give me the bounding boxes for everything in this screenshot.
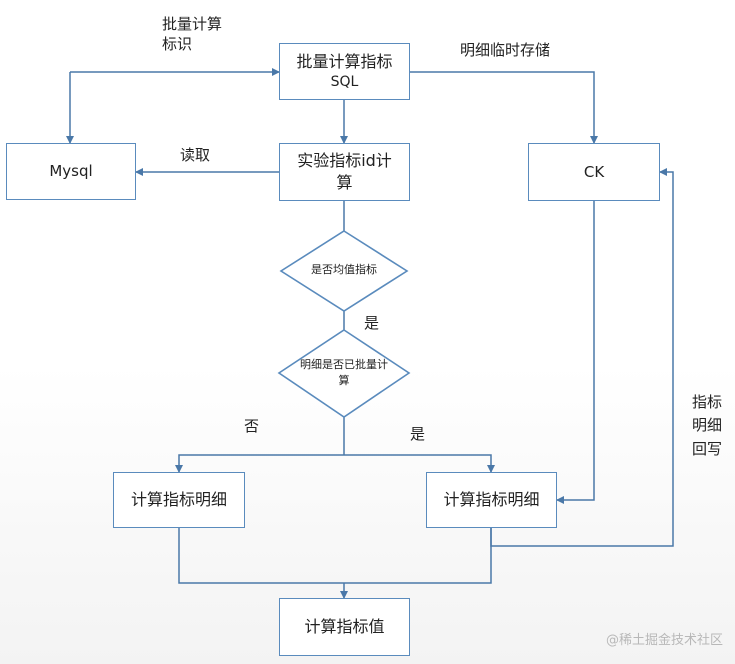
label-yes-1: 是 (364, 314, 380, 332)
decision-is-avg (279, 230, 409, 312)
node-batch-sql-line2: SQL (330, 73, 359, 90)
node-calc-value: 计算指标值 (279, 598, 410, 656)
node-calc-value-label: 计算指标值 (304, 617, 385, 637)
decision-detail-calced-line1: 明细是否已批量计 (300, 358, 388, 371)
node-mysql-label: Mysql (49, 162, 93, 181)
decision-is-avg-label: 是否均值指标 (311, 263, 377, 276)
decision-detail-calced (277, 329, 411, 418)
label-batch-mark-line1: 批量计算 (162, 15, 223, 33)
label-no: 否 (244, 417, 260, 435)
label-detail-writeback: 指标 明细 回写 (692, 391, 722, 461)
edge-yes-branch (344, 454, 495, 473)
node-calc-by-id: 实验指标id计 算 (279, 143, 410, 201)
node-calc-detail-left: 计算指标明细 (113, 472, 245, 528)
edge-merge-left (178, 528, 492, 584)
node-calc-detail-right-label: 计算指标明细 (443, 490, 540, 510)
node-calc-detail-right: 计算指标明细 (426, 472, 557, 528)
node-ck: CK (528, 143, 660, 201)
node-calc-by-id-line1: 实验指标id计 (297, 151, 392, 171)
label-detail-writeback-line1: 指标 (692, 393, 723, 411)
label-detail-writeback-line2: 明细 (692, 416, 723, 435)
edge-ck-to-calc-detail-right (556, 201, 595, 504)
node-batch-sql-line1: 批量计算指标 (296, 52, 393, 72)
edge-batch-sql-to-ck (410, 71, 598, 144)
label-yes-2: 是 (410, 425, 426, 443)
node-ck-label: CK (583, 162, 605, 181)
node-calc-by-id-line2: 算 (336, 173, 353, 192)
node-mysql: Mysql (6, 143, 136, 200)
edge-no-branch (175, 454, 344, 473)
label-read: 读取 (180, 146, 211, 164)
label-batch-mark-line2: 标识 (162, 35, 193, 54)
label-detail-temp-store: 明细临时存储 (460, 41, 551, 59)
watermark: @稀土掘金技术社区 (605, 633, 723, 648)
decision-detail-calced-line2: 算 (338, 373, 350, 387)
label-batch-mark: 批量计算 标识 (162, 14, 222, 55)
label-detail-writeback-line3: 回写 (692, 439, 723, 458)
node-calc-detail-left-label: 计算指标明细 (130, 490, 227, 510)
decision-detail-calced-label: 明细是否已批量计 算 (284, 357, 404, 389)
node-batch-sql: 批量计算指标 SQL (279, 43, 410, 100)
